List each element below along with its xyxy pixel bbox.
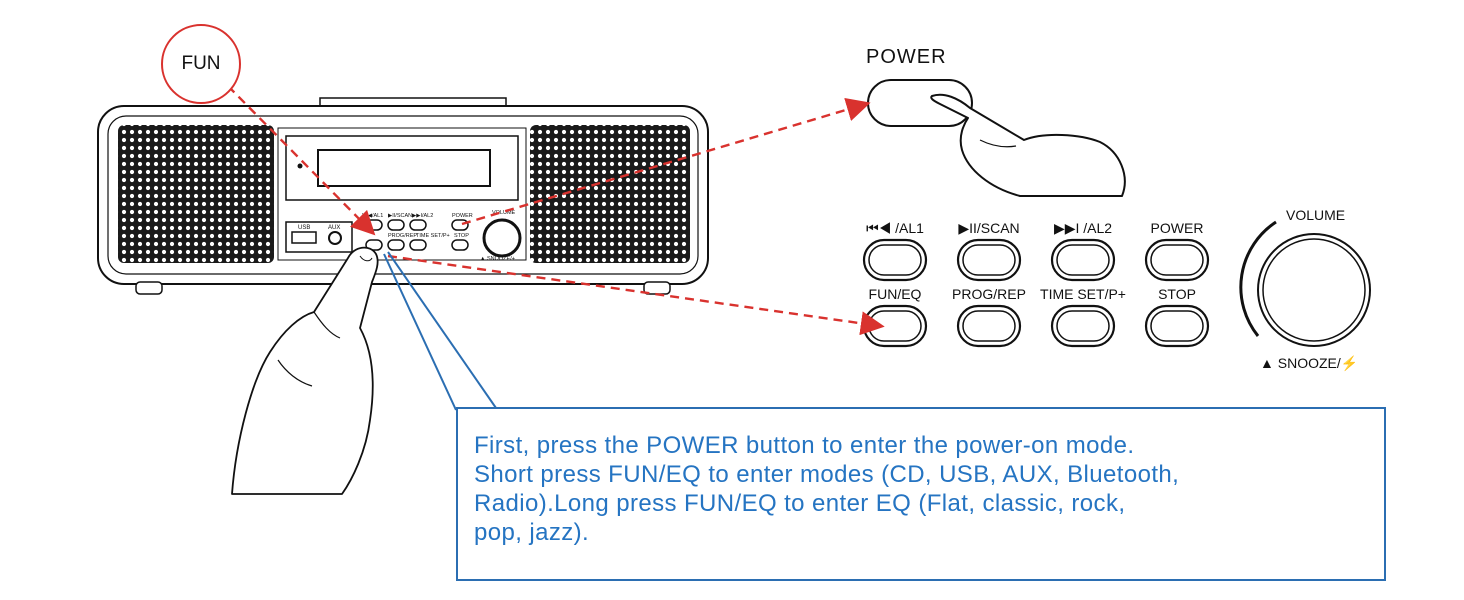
time-set-label: TIME SET/P+ (1040, 286, 1126, 302)
radio-unit: USB AUX I◀◀/AL1 ▶II/SCAN ▶▶I/AL2 POWER P… (97, 97, 709, 295)
svg-text:POWER: POWER (452, 213, 473, 219)
stop-label: STOP (1158, 286, 1196, 302)
blue-pointer (383, 251, 497, 411)
usb-text: USB (298, 225, 310, 231)
svg-text:▲ SNOOZE/+: ▲ SNOOZE/+ (480, 256, 515, 262)
pointing-finger (231, 246, 379, 495)
fun-eq-label: FUN/EQ (868, 286, 922, 302)
svg-text:STOP: STOP (454, 233, 469, 239)
svg-text:VOLUME: VOLUME (492, 210, 516, 216)
snooze-label: ▲ SNOOZE/⚡ (1260, 355, 1359, 371)
svg-text:TIME SET/P+: TIME SET/P+ (416, 233, 450, 239)
play-scan-label: ▶II/SCAN (958, 220, 1020, 236)
volume-label: VOLUME (1286, 207, 1346, 223)
svg-text:▶▶I/AL2: ▶▶I/AL2 (412, 213, 433, 219)
aux-text: AUX (328, 225, 340, 231)
svg-text:PROG/REP: PROG/REP (388, 233, 417, 239)
red-arrows (227, 85, 885, 336)
prev-al1-label: ⏮◀ /AL1 (866, 220, 924, 236)
next-al2-label: ▶▶I /AL2 (1053, 220, 1113, 236)
instruction-line-1: First, press the POWER button to enter t… (474, 432, 1135, 459)
left-speaker-grille (118, 125, 274, 263)
instruction-line-3: Radio).Long press FUN/EQ to enter EQ (Fl… (474, 490, 1126, 517)
usb-port (291, 231, 317, 244)
power-arrow (461, 97, 871, 226)
prog-rep-label: PROG/REP (952, 286, 1026, 302)
instruction-line-2: Short press FUN/EQ to enter modes (CD, U… (474, 461, 1180, 488)
instruction-line-4: pop, jazz). (474, 519, 590, 546)
fun-callout: FUN (161, 24, 241, 104)
svg-text:▶II/SCAN: ▶II/SCAN (388, 213, 412, 219)
instruction-box: First, press the POWER button to enter t… (456, 407, 1386, 581)
svg-text:I◀◀/AL1: I◀◀/AL1 (362, 213, 383, 219)
power-zoom-label: POWER (866, 46, 947, 68)
fun-eq-arrow (387, 254, 885, 336)
fun-callout-text: FUN (181, 53, 221, 74)
radio-buttons (365, 219, 469, 251)
aux-jack (328, 231, 342, 245)
right-speaker-grille (530, 125, 690, 263)
control-panel-zoom (862, 220, 1371, 348)
fun-arrow (227, 85, 376, 236)
volume-arc (1239, 220, 1277, 337)
power-zoom (867, 79, 1126, 197)
radio-volume-knob (482, 218, 522, 258)
power-button-label: POWER (1150, 220, 1204, 236)
